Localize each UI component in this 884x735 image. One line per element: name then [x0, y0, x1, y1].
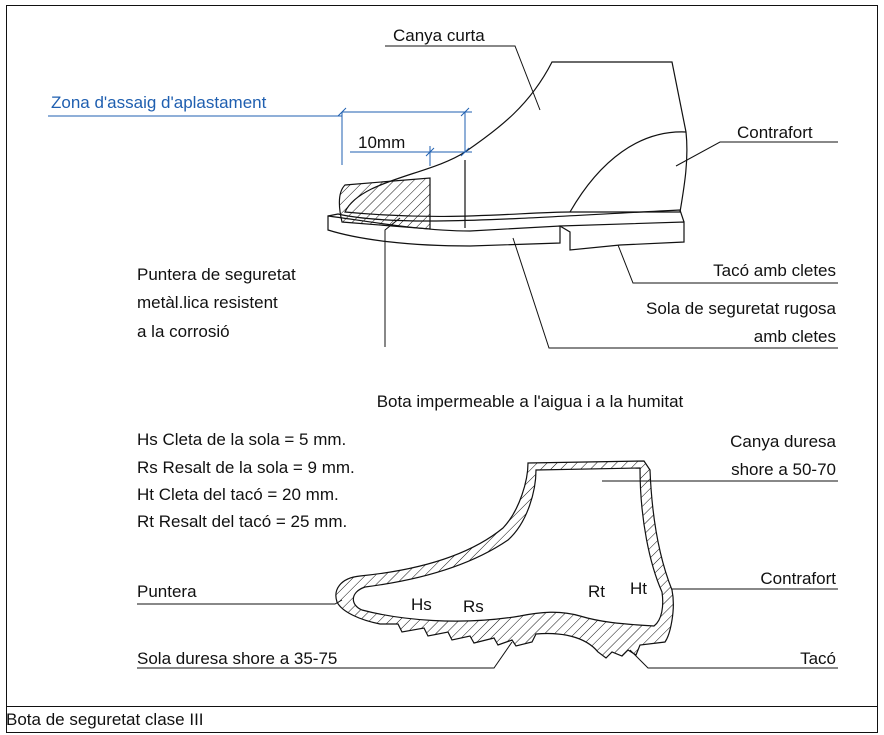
spec-ht: Ht Cleta del tacó = 20 mm.	[137, 485, 339, 504]
top-safety-boot	[327, 61, 688, 251]
label-safety-sole-1: Sola de seguretat rugosa	[646, 299, 837, 318]
label-safety-toecap-3: a la corrosió	[137, 322, 230, 341]
label-shaft-hardness-1: Canya duresa	[730, 432, 836, 451]
label-ht: Ht	[630, 579, 647, 598]
rubber-boot	[335, 460, 674, 659]
spec-rs: Rs Resalt de la sola = 9 mm.	[137, 458, 355, 477]
top-boot-midsole	[327, 209, 685, 223]
label-safety-toecap-2: metàl.lica resistent	[137, 293, 278, 312]
label-canya-curta: Canya curta	[393, 26, 485, 45]
label-taco: Tacó	[800, 649, 836, 668]
crush-zone-dimension	[48, 107, 472, 166]
label-heel-cleats: Tacó amb cletes	[713, 261, 836, 280]
label-hs: Hs	[411, 595, 432, 614]
bottom-leader-lines	[137, 480, 838, 669]
label-crush-test-zone: Zona d'assaig d'aplastament	[51, 93, 267, 112]
label-safety-sole-2: amb cletes	[754, 327, 836, 346]
label-safety-toecap-1: Puntera de seguretat	[137, 265, 296, 284]
label-shaft-hardness-2: shore a 50-70	[731, 460, 836, 479]
spec-rt: Rt Resalt del tacó = 25 mm.	[137, 512, 347, 531]
label-contrafort-bottom: Contrafort	[760, 569, 836, 588]
label-rs: Rs	[463, 597, 484, 616]
label-sole-hardness: Sola duresa shore a 35-75	[137, 649, 337, 668]
spec-hs: Hs Cleta de la sola = 5 mm.	[137, 430, 346, 449]
label-rt: Rt	[588, 582, 605, 601]
label-contrafort-top: Contrafort	[737, 123, 813, 142]
label-waterproof-boot: Bota impermeable a l'aigua i a la humita…	[377, 392, 684, 411]
label-puntera: Puntera	[137, 582, 197, 601]
label-10mm: 10mm	[358, 133, 405, 152]
top-leader-lines	[384, 45, 838, 349]
figure-caption: Bota de seguretat clase III	[6, 710, 204, 729]
top-boot-heel	[557, 221, 685, 251]
top-boot-contrafort-curve	[569, 131, 687, 213]
rubber-boot-cavity	[352, 467, 664, 627]
outer-border	[6, 5, 878, 733]
top-boot-sole	[327, 215, 561, 247]
